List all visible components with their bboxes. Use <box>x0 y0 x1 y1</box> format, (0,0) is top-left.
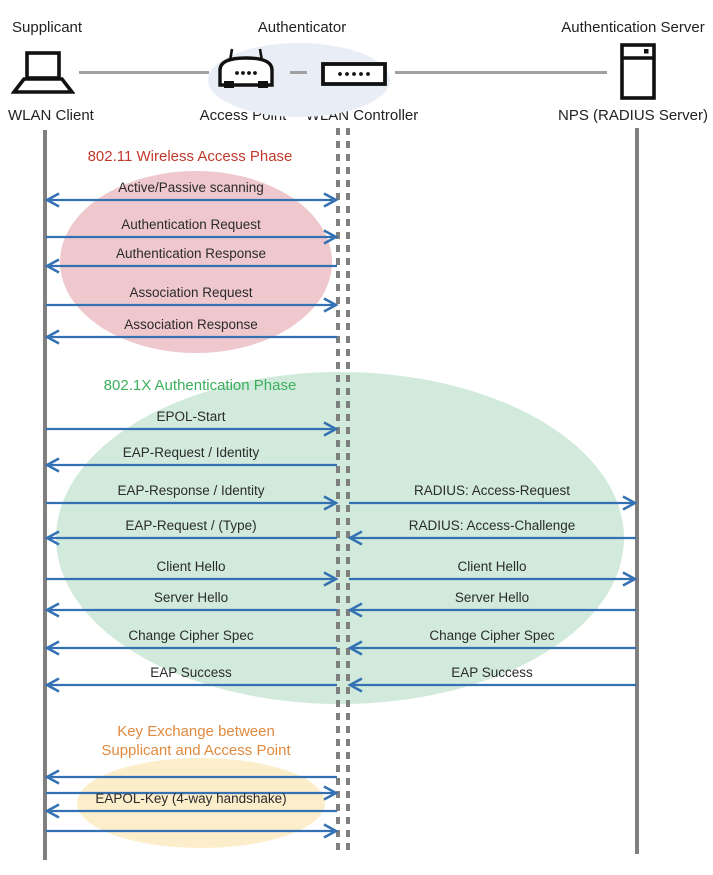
arrowhead-left-icon <box>44 640 60 656</box>
message-arrow <box>46 297 339 313</box>
arrowhead-right-icon <box>323 421 339 437</box>
arrowhead-right-icon <box>323 192 339 208</box>
message-arrow <box>44 530 337 546</box>
lifeline-wlan-controller-right <box>346 128 350 854</box>
message-arrow <box>44 803 337 819</box>
message-label: EAP-Response / Identity <box>117 483 265 498</box>
message-label: EPOL-Start <box>156 409 226 424</box>
phase-ellipse-key-exchange <box>77 758 325 848</box>
arrowhead-left-icon <box>44 677 60 693</box>
message-label: Active/Passive scanning <box>118 180 264 195</box>
message-arrow <box>46 495 339 511</box>
node-label-wlan-client: WLAN Client <box>8 107 94 124</box>
phase-ellipse-wireless-access <box>60 171 332 353</box>
message-arrow <box>44 329 337 345</box>
message-label: RADIUS: Access-Request <box>413 483 571 498</box>
message-label: Client Hello <box>156 559 226 574</box>
arrowhead-left-icon <box>44 769 60 785</box>
message-label: EAP Success <box>150 665 232 680</box>
phase-title-authentication: 802.1X Authentication Phase <box>103 377 297 394</box>
message-label: EAP-Request / Identity <box>122 445 260 460</box>
message-label: Server Hello <box>454 590 530 605</box>
message-label: Change Cipher Spec <box>128 628 254 643</box>
wlan-controller-icon <box>321 62 387 86</box>
arrowhead-right-icon <box>323 823 339 839</box>
arrowhead-left-icon <box>44 602 60 618</box>
message-arrow <box>349 495 638 511</box>
message-arrow <box>44 602 337 618</box>
connector-ap-controller <box>290 71 307 74</box>
message-arrow <box>349 571 638 587</box>
message-arrow <box>46 823 339 839</box>
lifeline-nps-server <box>635 128 639 854</box>
lifeline-wlan-controller-left <box>336 128 340 854</box>
node-label-nps-radius-server: NPS (RADIUS Server) <box>557 107 709 124</box>
message-arrow <box>44 258 337 274</box>
message-arrow <box>44 677 337 693</box>
phase-title-wireless-access: 802.11 Wireless Access Phase <box>87 148 293 165</box>
lifeline-wlan-client <box>43 130 47 860</box>
message-label: EAPOL-Key (4-way handshake) <box>95 791 287 806</box>
phase-title-key-exchange: Key Exchange between Supplicant and Acce… <box>101 723 291 759</box>
arrowhead-left-icon <box>347 530 363 546</box>
message-arrow <box>46 421 339 437</box>
arrowhead-left-icon <box>44 457 60 473</box>
message-label: Association Response <box>124 317 258 332</box>
connector-controller-server <box>395 71 607 74</box>
arrowhead-right-icon <box>323 495 339 511</box>
arrowhead-right-icon <box>323 785 339 801</box>
message-arrow <box>46 229 339 245</box>
message-arrow <box>347 640 636 656</box>
message-label: EAP Success <box>451 665 533 680</box>
role-label-authenticator: Authenticator <box>257 19 347 36</box>
message-label: RADIUS: Access-Challenge <box>408 518 576 533</box>
arrowhead-left-icon <box>347 640 363 656</box>
arrowhead-right-icon <box>323 229 339 245</box>
arrowhead-left-icon <box>347 602 363 618</box>
arrowhead-left-icon <box>347 677 363 693</box>
message-label: Association Request <box>129 285 253 300</box>
access-point-icon <box>218 48 274 88</box>
message-arrow <box>347 677 636 693</box>
message-arrow <box>44 457 337 473</box>
arrowhead-left-icon <box>44 803 60 819</box>
message-label: Authentication Response <box>115 246 267 261</box>
arrowhead-left-icon <box>44 329 60 345</box>
message-arrow <box>44 192 339 208</box>
message-arrow <box>44 769 337 785</box>
arrowhead-right-icon <box>622 495 638 511</box>
message-label: Authentication Request <box>121 217 261 232</box>
message-arrow <box>347 530 636 546</box>
arrowhead-left-icon <box>44 258 60 274</box>
connector-client-ap <box>79 71 209 74</box>
arrowhead-left-icon <box>44 530 60 546</box>
role-label-supplicant: Supplicant <box>12 19 83 36</box>
message-label: Change Cipher Spec <box>429 628 555 643</box>
message-arrow <box>347 602 636 618</box>
laptop-icon <box>11 51 75 94</box>
arrowhead-left-icon <box>44 192 60 208</box>
message-arrow <box>46 571 339 587</box>
message-arrow <box>44 640 337 656</box>
message-arrow <box>46 785 339 801</box>
arrowhead-right-icon <box>622 571 638 587</box>
role-label-authentication-server: Authentication Server <box>561 19 705 36</box>
message-label: EAP-Request / (Type) <box>125 518 257 533</box>
arrowhead-right-icon <box>323 571 339 587</box>
server-icon <box>620 43 656 100</box>
message-label: Server Hello <box>153 590 229 605</box>
message-label: Client Hello <box>457 559 527 574</box>
arrowhead-right-icon <box>323 297 339 313</box>
